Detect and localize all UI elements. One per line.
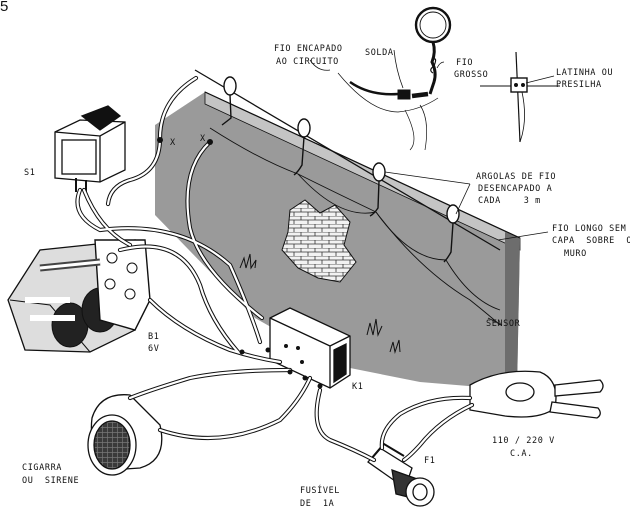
- label-relay: K1: [352, 382, 364, 392]
- label-thick-wire-2: GROSSO: [454, 70, 489, 80]
- label-insulated-wire: FIO ENCAPADO: [274, 44, 343, 54]
- label-rings-3: CADA 3 m: [478, 196, 541, 206]
- label-fuse-1: FUSÍVEL: [300, 486, 341, 496]
- fuse-holder: [367, 442, 435, 507]
- switch-s1: [54, 105, 126, 194]
- buzzer-grille: [93, 420, 131, 470]
- exposed-brick: [281, 199, 357, 283]
- label-buzzer-2: OU SIRENE: [22, 476, 80, 486]
- label-sensor: SENSOR: [486, 319, 521, 329]
- buzzer: [87, 394, 163, 476]
- label-solder: SOLDA: [365, 48, 394, 58]
- can-clip-detail: [480, 51, 560, 143]
- label-rings-2: DESENCAPADO A: [478, 184, 553, 194]
- solder-joint: [397, 89, 411, 100]
- wall-side: [505, 232, 520, 390]
- wire-rings: [221, 76, 460, 263]
- label-can-or-clip-2: PRESILHA: [556, 80, 602, 90]
- mains-plug: [469, 370, 604, 419]
- label-long-wire-3: MURO: [564, 249, 587, 259]
- wire-ring: [297, 118, 311, 138]
- label-rings-1: ARGOLAS DE FIO: [476, 172, 557, 182]
- figure-number: 5: [0, 0, 9, 15]
- wall: [155, 91, 521, 390]
- wire-ring: [372, 162, 386, 182]
- wall-top-edge: [204, 91, 521, 239]
- label-battery-2: 6V: [148, 344, 160, 354]
- grass-tuft: [366, 318, 383, 337]
- label-x-1: X: [170, 138, 176, 148]
- grass-tuft: [389, 339, 401, 354]
- label-mains-2: C.A.: [510, 449, 533, 459]
- label-fuse-holder: F1: [424, 456, 436, 466]
- label-long-wire-1: FIO LONGO SEM: [552, 224, 627, 234]
- label-to-circuit: AO CIRCUITO: [276, 57, 339, 67]
- label-mains-1: 110 / 220 V: [492, 436, 555, 446]
- cables: [75, 75, 475, 463]
- wire-ring: [446, 204, 460, 224]
- label-switch: S1: [24, 168, 36, 178]
- label-fuse-2: DE 1A: [300, 499, 335, 509]
- label-x-2: X: [200, 134, 206, 144]
- label-can-or-clip-1: LATINHA OU: [556, 68, 614, 78]
- wire-ring: [223, 76, 237, 96]
- ring-solder-detail: [337, 6, 452, 151]
- leader-lines: [309, 49, 555, 326]
- label-battery-1: B1: [148, 332, 160, 342]
- rocker: [80, 105, 122, 131]
- grass-tuft: [239, 253, 257, 270]
- battery-b1: [7, 239, 151, 353]
- can-clip: [510, 77, 528, 93]
- label-thick-wire-1: FIO: [456, 58, 474, 68]
- label-buzzer-1: CIGARRA: [22, 463, 63, 473]
- label-long-wire-2: CAPA SOBRE O: [552, 236, 630, 246]
